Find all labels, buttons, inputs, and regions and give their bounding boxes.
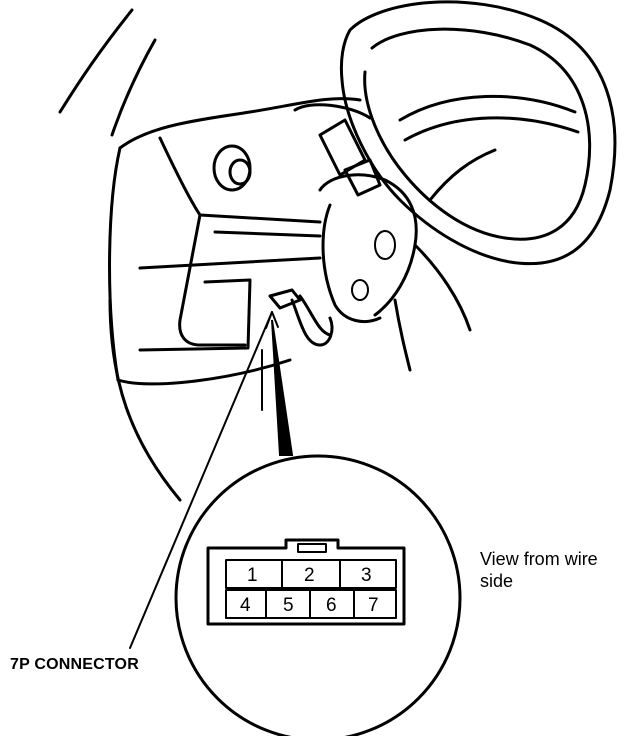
zoom-pointer — [271, 319, 294, 456]
connector-face: 1 2 3 4 5 6 7 — [206, 538, 406, 626]
pin-3: 3 — [361, 565, 372, 586]
dashboard-outline — [58, 8, 157, 137]
connector-label: 7P CONNECTOR — [10, 656, 139, 673]
pin-4: 4 — [240, 595, 251, 616]
pin-6: 6 — [326, 595, 337, 616]
connector-leader-line — [129, 311, 273, 649]
pin-5: 5 — [283, 595, 294, 616]
pin-7: 7 — [368, 595, 379, 616]
column-cover — [108, 97, 372, 502]
zoom-circle — [174, 454, 462, 736]
pin-2: 2 — [304, 565, 315, 586]
switch-assembly — [212, 118, 472, 372]
view-note: View from wire side — [480, 549, 598, 591]
pin-1: 1 — [247, 565, 258, 586]
connector-in-vehicle — [268, 288, 334, 347]
steering-wheel — [339, 0, 617, 266]
